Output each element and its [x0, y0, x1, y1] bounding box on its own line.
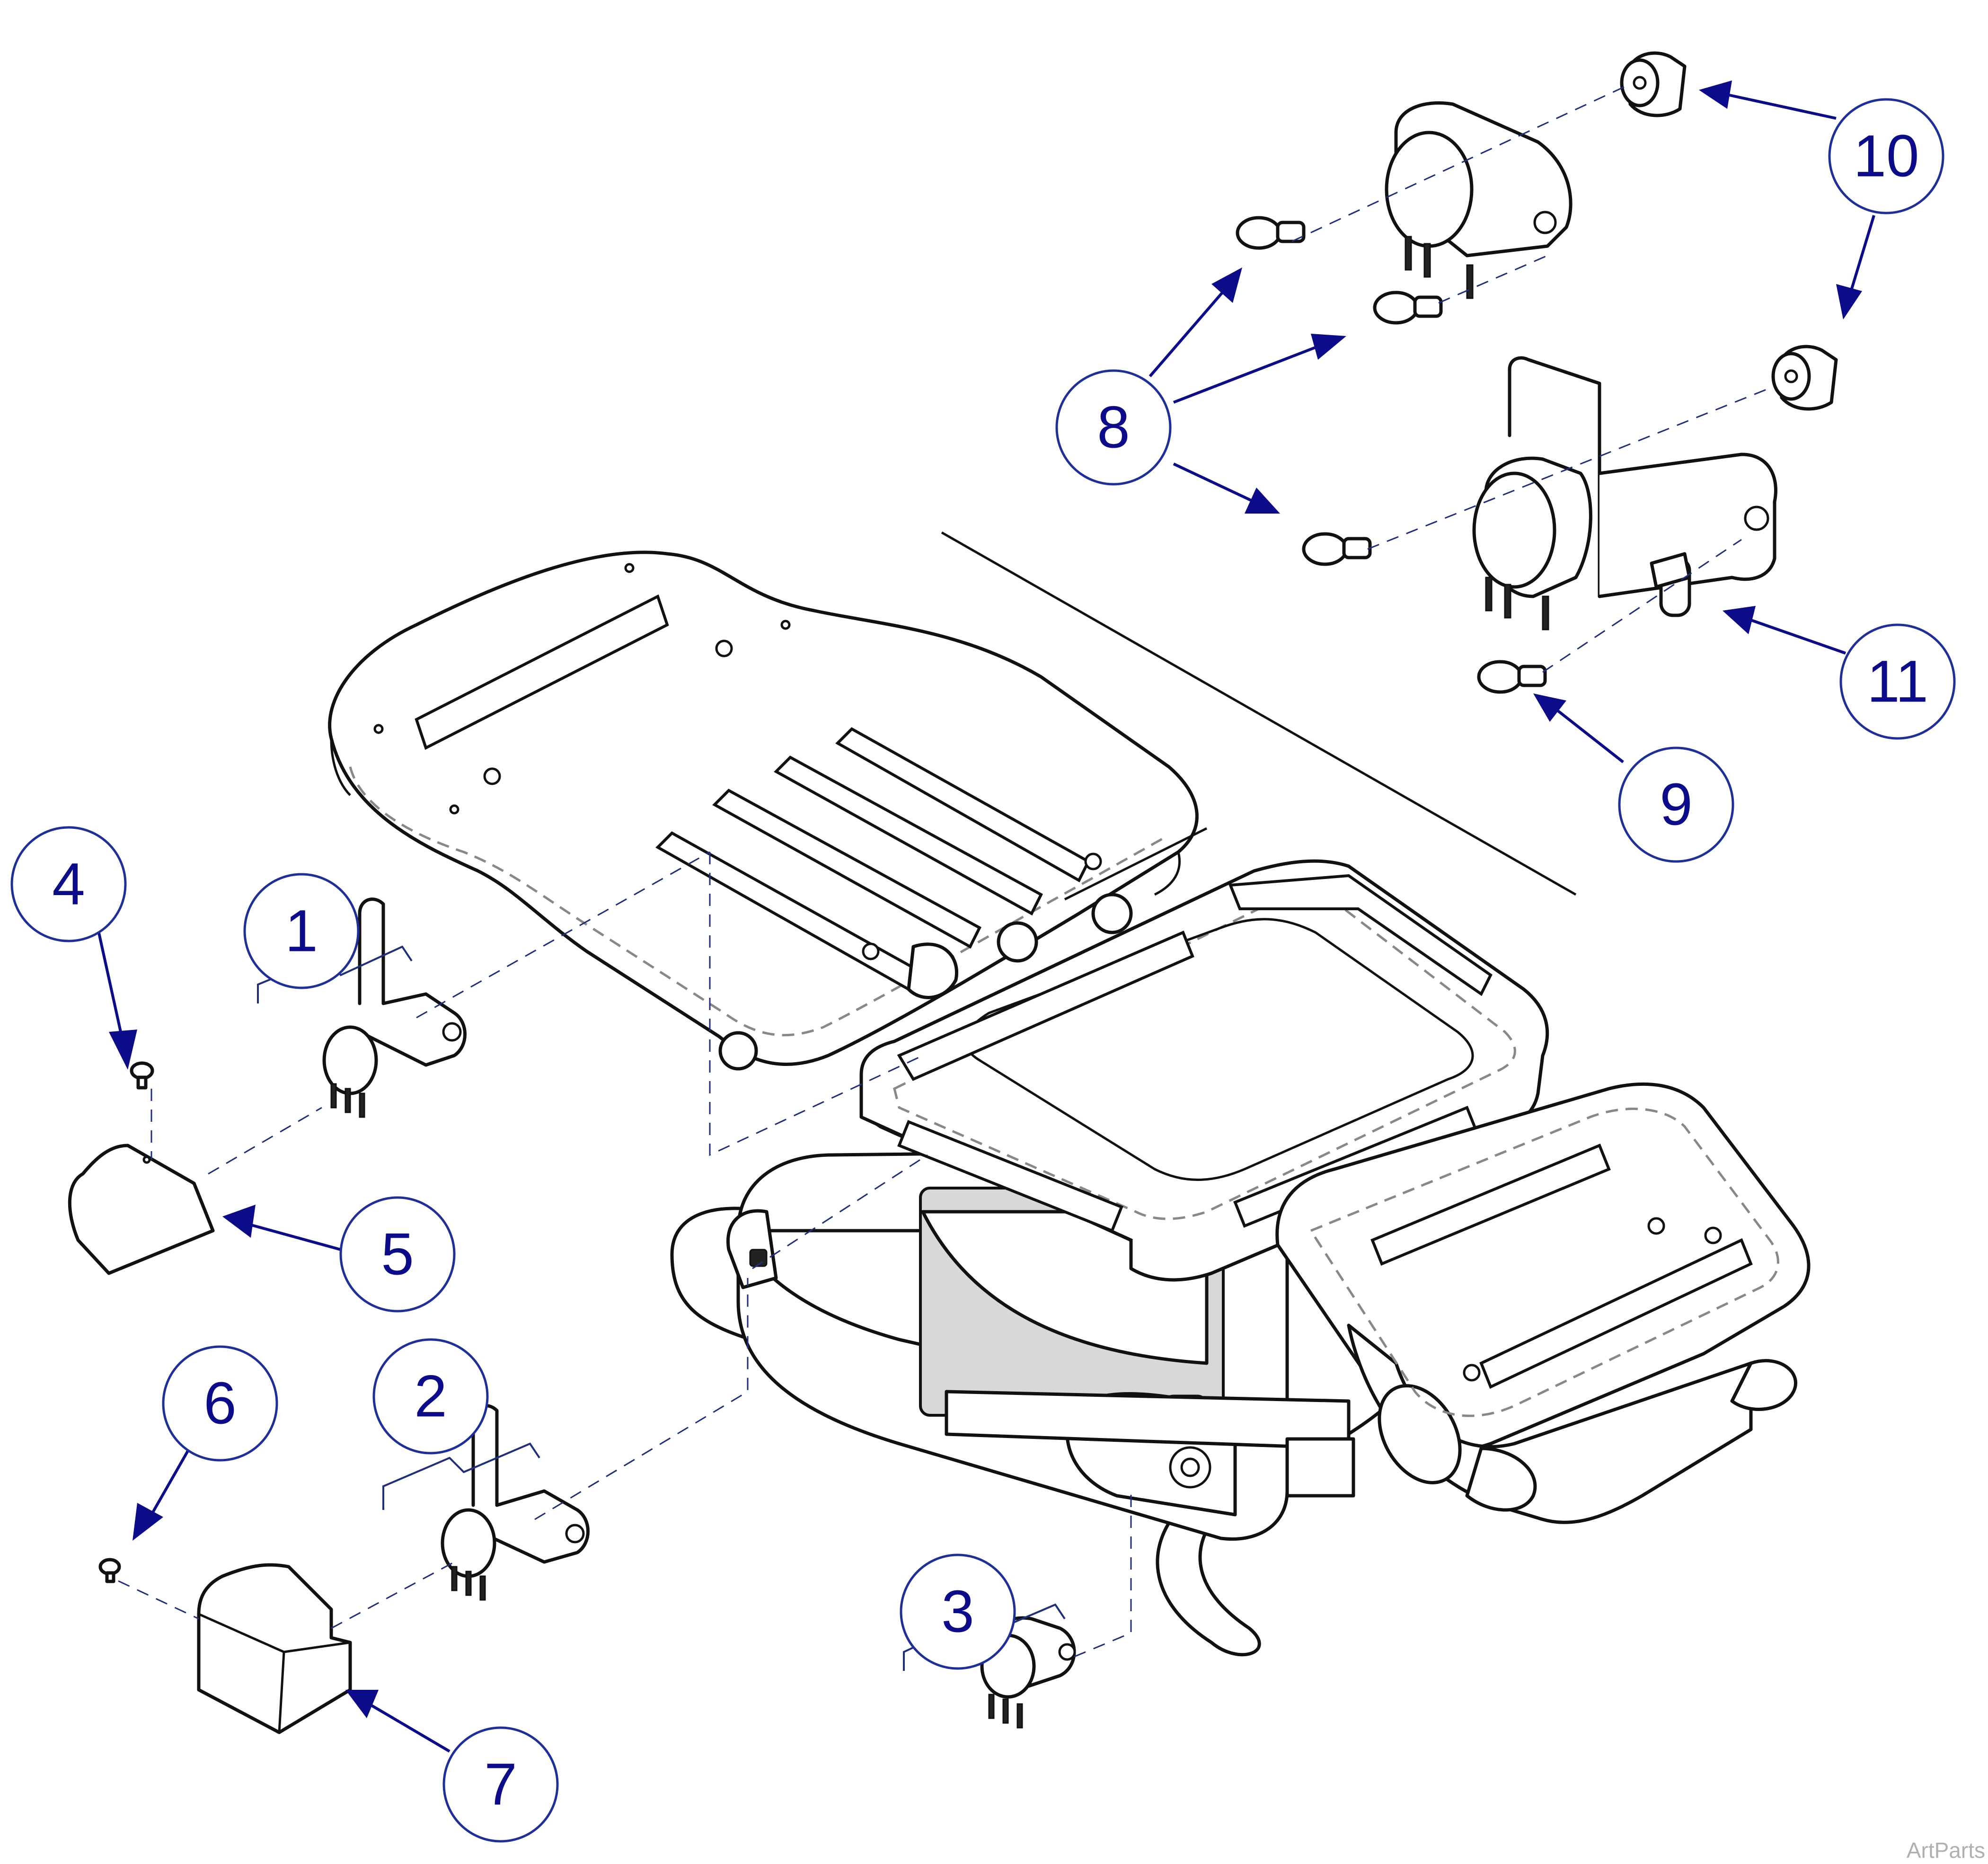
callout-3-label: 3 [941, 1579, 974, 1645]
screw-8b [1373, 291, 1443, 325]
clip-11 [1650, 552, 1691, 617]
callout-8: 8 [1055, 369, 1172, 486]
callout-6-label: 6 [203, 1371, 237, 1437]
callout-2: 2 [372, 1338, 489, 1455]
separator-line [941, 531, 1577, 896]
screw-8a [1236, 216, 1306, 250]
callout-7: 7 [442, 1726, 559, 1843]
foot-control-base [328, 550, 1811, 1657]
callout-5-label: 5 [381, 1222, 414, 1287]
callout-1-label: 1 [285, 898, 318, 964]
potentiometer-top [1385, 101, 1573, 299]
screw-9 [1477, 660, 1547, 694]
assembly-leaders [118, 84, 1770, 1658]
callout-arrows [93, 80, 1875, 1753]
watermark-text: ArtParts [1907, 1838, 1985, 1863]
screw-4 [130, 1061, 154, 1090]
potentiometer-bracket-1 [322, 897, 467, 1118]
callout-9-label: 9 [1660, 772, 1693, 838]
callout-1: 1 [243, 873, 360, 989]
callout-3: 3 [900, 1553, 1016, 1670]
callout-4-label: 4 [52, 852, 85, 917]
cover-7 [197, 1563, 352, 1734]
potentiometer-bracket-2 [441, 1404, 590, 1601]
callout-11-label: 11 [1867, 649, 1928, 715]
cover-5 [68, 1144, 215, 1275]
callout-10: 10 [1828, 98, 1944, 214]
callout-10-label: 10 [1853, 124, 1919, 189]
callout-4: 4 [10, 826, 127, 942]
potentiometer-bracket-right [1472, 356, 1777, 630]
callout-8-label: 8 [1097, 395, 1130, 461]
callout-2-label: 2 [414, 1364, 447, 1429]
knob-right [1771, 345, 1838, 411]
screw-6 [98, 1558, 121, 1583]
bracket-2 [382, 1442, 540, 1510]
callout-5: 5 [339, 1196, 456, 1313]
knob-top [1620, 51, 1687, 117]
callout-7-label: 7 [484, 1752, 517, 1818]
callout-6: 6 [162, 1345, 278, 1462]
callout-9: 9 [1618, 746, 1734, 863]
screw-8c [1302, 532, 1372, 566]
callout-11: 11 [1839, 623, 1956, 740]
